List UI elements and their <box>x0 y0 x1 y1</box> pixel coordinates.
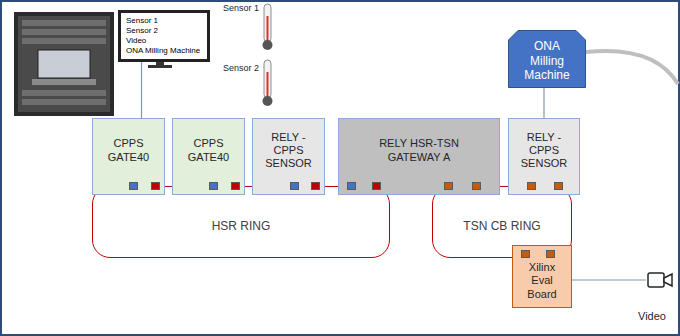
stand-base <box>148 65 172 68</box>
node-text: RELY HSR-TSN GATEWAY A <box>374 137 464 163</box>
hsr-tsn-gateway-box: RELY HSR-TSN GATEWAY A <box>338 118 500 195</box>
node-text: CPPS GATE40 <box>105 137 153 163</box>
thermometer-bulb <box>263 96 273 106</box>
node-text: Sensor 2 <box>126 26 158 36</box>
machine-cable <box>586 51 678 84</box>
connector-line <box>141 62 142 118</box>
node-text: ONA Milling Machine <box>126 46 200 56</box>
thermometer-tube <box>264 60 271 98</box>
node-text: TSN CB RING <box>463 219 540 233</box>
port-square <box>290 182 299 190</box>
eval-board-box: Xilinx Eval Board <box>512 245 572 308</box>
node-text: Sensor 1 <box>126 16 158 26</box>
sensor-label: Sensor 2 <box>223 63 259 73</box>
port-square <box>554 182 563 190</box>
ring-outline: HSR RING <box>92 186 390 258</box>
thermometer-mercury <box>267 72 269 98</box>
port-square <box>151 182 160 190</box>
port-square <box>129 182 138 190</box>
thermometer-tube <box>264 4 271 42</box>
camera-icon <box>648 273 672 287</box>
camera-body <box>648 273 664 287</box>
node-text: RELY -CPPS SENSOR <box>518 131 570 171</box>
node-text: CPPS GATE40 <box>185 137 233 163</box>
port-square <box>231 182 240 190</box>
port-square <box>372 182 381 190</box>
port-square <box>444 182 453 190</box>
video-label: Video <box>638 310 666 322</box>
port-square <box>521 250 530 258</box>
thermometer-bulb <box>263 40 273 50</box>
rack-unit <box>22 38 106 44</box>
port-square <box>546 250 555 258</box>
rack-unit <box>22 20 106 26</box>
node-text: RELY -CPPS SENSOR <box>263 131 315 171</box>
monitor-screen: Sensor 1Sensor 2VideoONA Milling Machine <box>118 10 210 62</box>
port-square <box>472 182 481 190</box>
rack-unit <box>22 90 106 96</box>
machine-outline-shape <box>509 31 586 88</box>
server-rack-illustration <box>14 12 114 116</box>
port-square <box>527 182 536 190</box>
sensor-box: RELY -CPPS SENSOR <box>508 118 580 195</box>
machine-shape: ONA Milling Machine <box>508 30 586 88</box>
gateway-box: CPPS GATE40 <box>172 118 245 195</box>
connector-line <box>543 88 544 118</box>
node-text: Xilinx Eval Board <box>521 261 563 301</box>
port-square <box>209 182 218 190</box>
rack-inner <box>18 16 110 112</box>
port-square <box>311 182 320 190</box>
rack-screen <box>38 50 90 78</box>
thermometer-mercury <box>267 16 269 42</box>
node-text: Video <box>126 36 146 46</box>
port-square <box>347 182 356 190</box>
video-wire <box>572 279 646 280</box>
thermometer-icon <box>263 60 273 106</box>
rack-unit <box>22 99 106 105</box>
sensor-label: Sensor 1 <box>223 3 259 13</box>
node-text: ONA Milling Machine <box>520 39 575 82</box>
rack-unit <box>22 29 106 35</box>
rack-body <box>14 12 114 116</box>
rack-keyboard <box>32 79 96 85</box>
sensor-box: RELY -CPPS SENSOR <box>252 118 325 195</box>
thermometer-icon <box>263 4 273 50</box>
gateway-box: CPPS GATE40 <box>92 118 165 195</box>
camera-lens <box>664 274 672 286</box>
node-text: HSR RING <box>212 219 271 233</box>
